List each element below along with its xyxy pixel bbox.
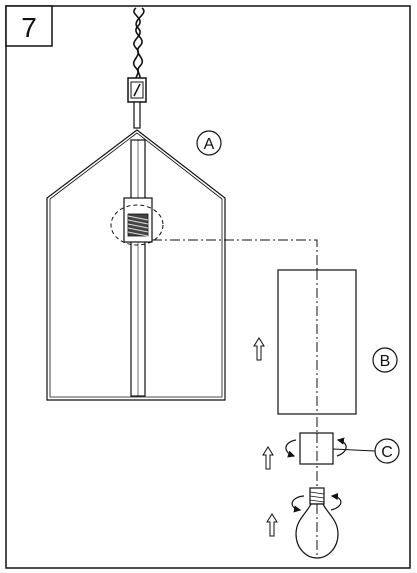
callout-c-leader [332, 448, 376, 452]
callout-a-label: A [204, 136, 215, 153]
shade-cage [46, 129, 226, 401]
chain-icon [132, 7, 145, 81]
socket-ring [299, 432, 334, 465]
up-arrow-icon [262, 446, 274, 470]
diagram-frame [5, 5, 411, 569]
light-bulb-icon [295, 487, 339, 559]
up-arrow-icon [266, 513, 278, 537]
callout-c: C [374, 438, 400, 464]
rotate-arrow-icon [285, 437, 347, 458]
step-number: 7 [21, 12, 37, 43]
up-arrow-icon [253, 337, 265, 361]
callout-b: B [372, 347, 398, 373]
step-number-box: 7 [5, 5, 53, 47]
center-rod [123, 139, 153, 397]
callout-c-label: C [381, 444, 393, 461]
callout-a: A [196, 130, 222, 156]
rotate-arrow-icon [291, 492, 342, 513]
callout-b-label: B [380, 353, 391, 370]
thread-detail [110, 204, 164, 246]
ceiling-connector [127, 77, 147, 129]
